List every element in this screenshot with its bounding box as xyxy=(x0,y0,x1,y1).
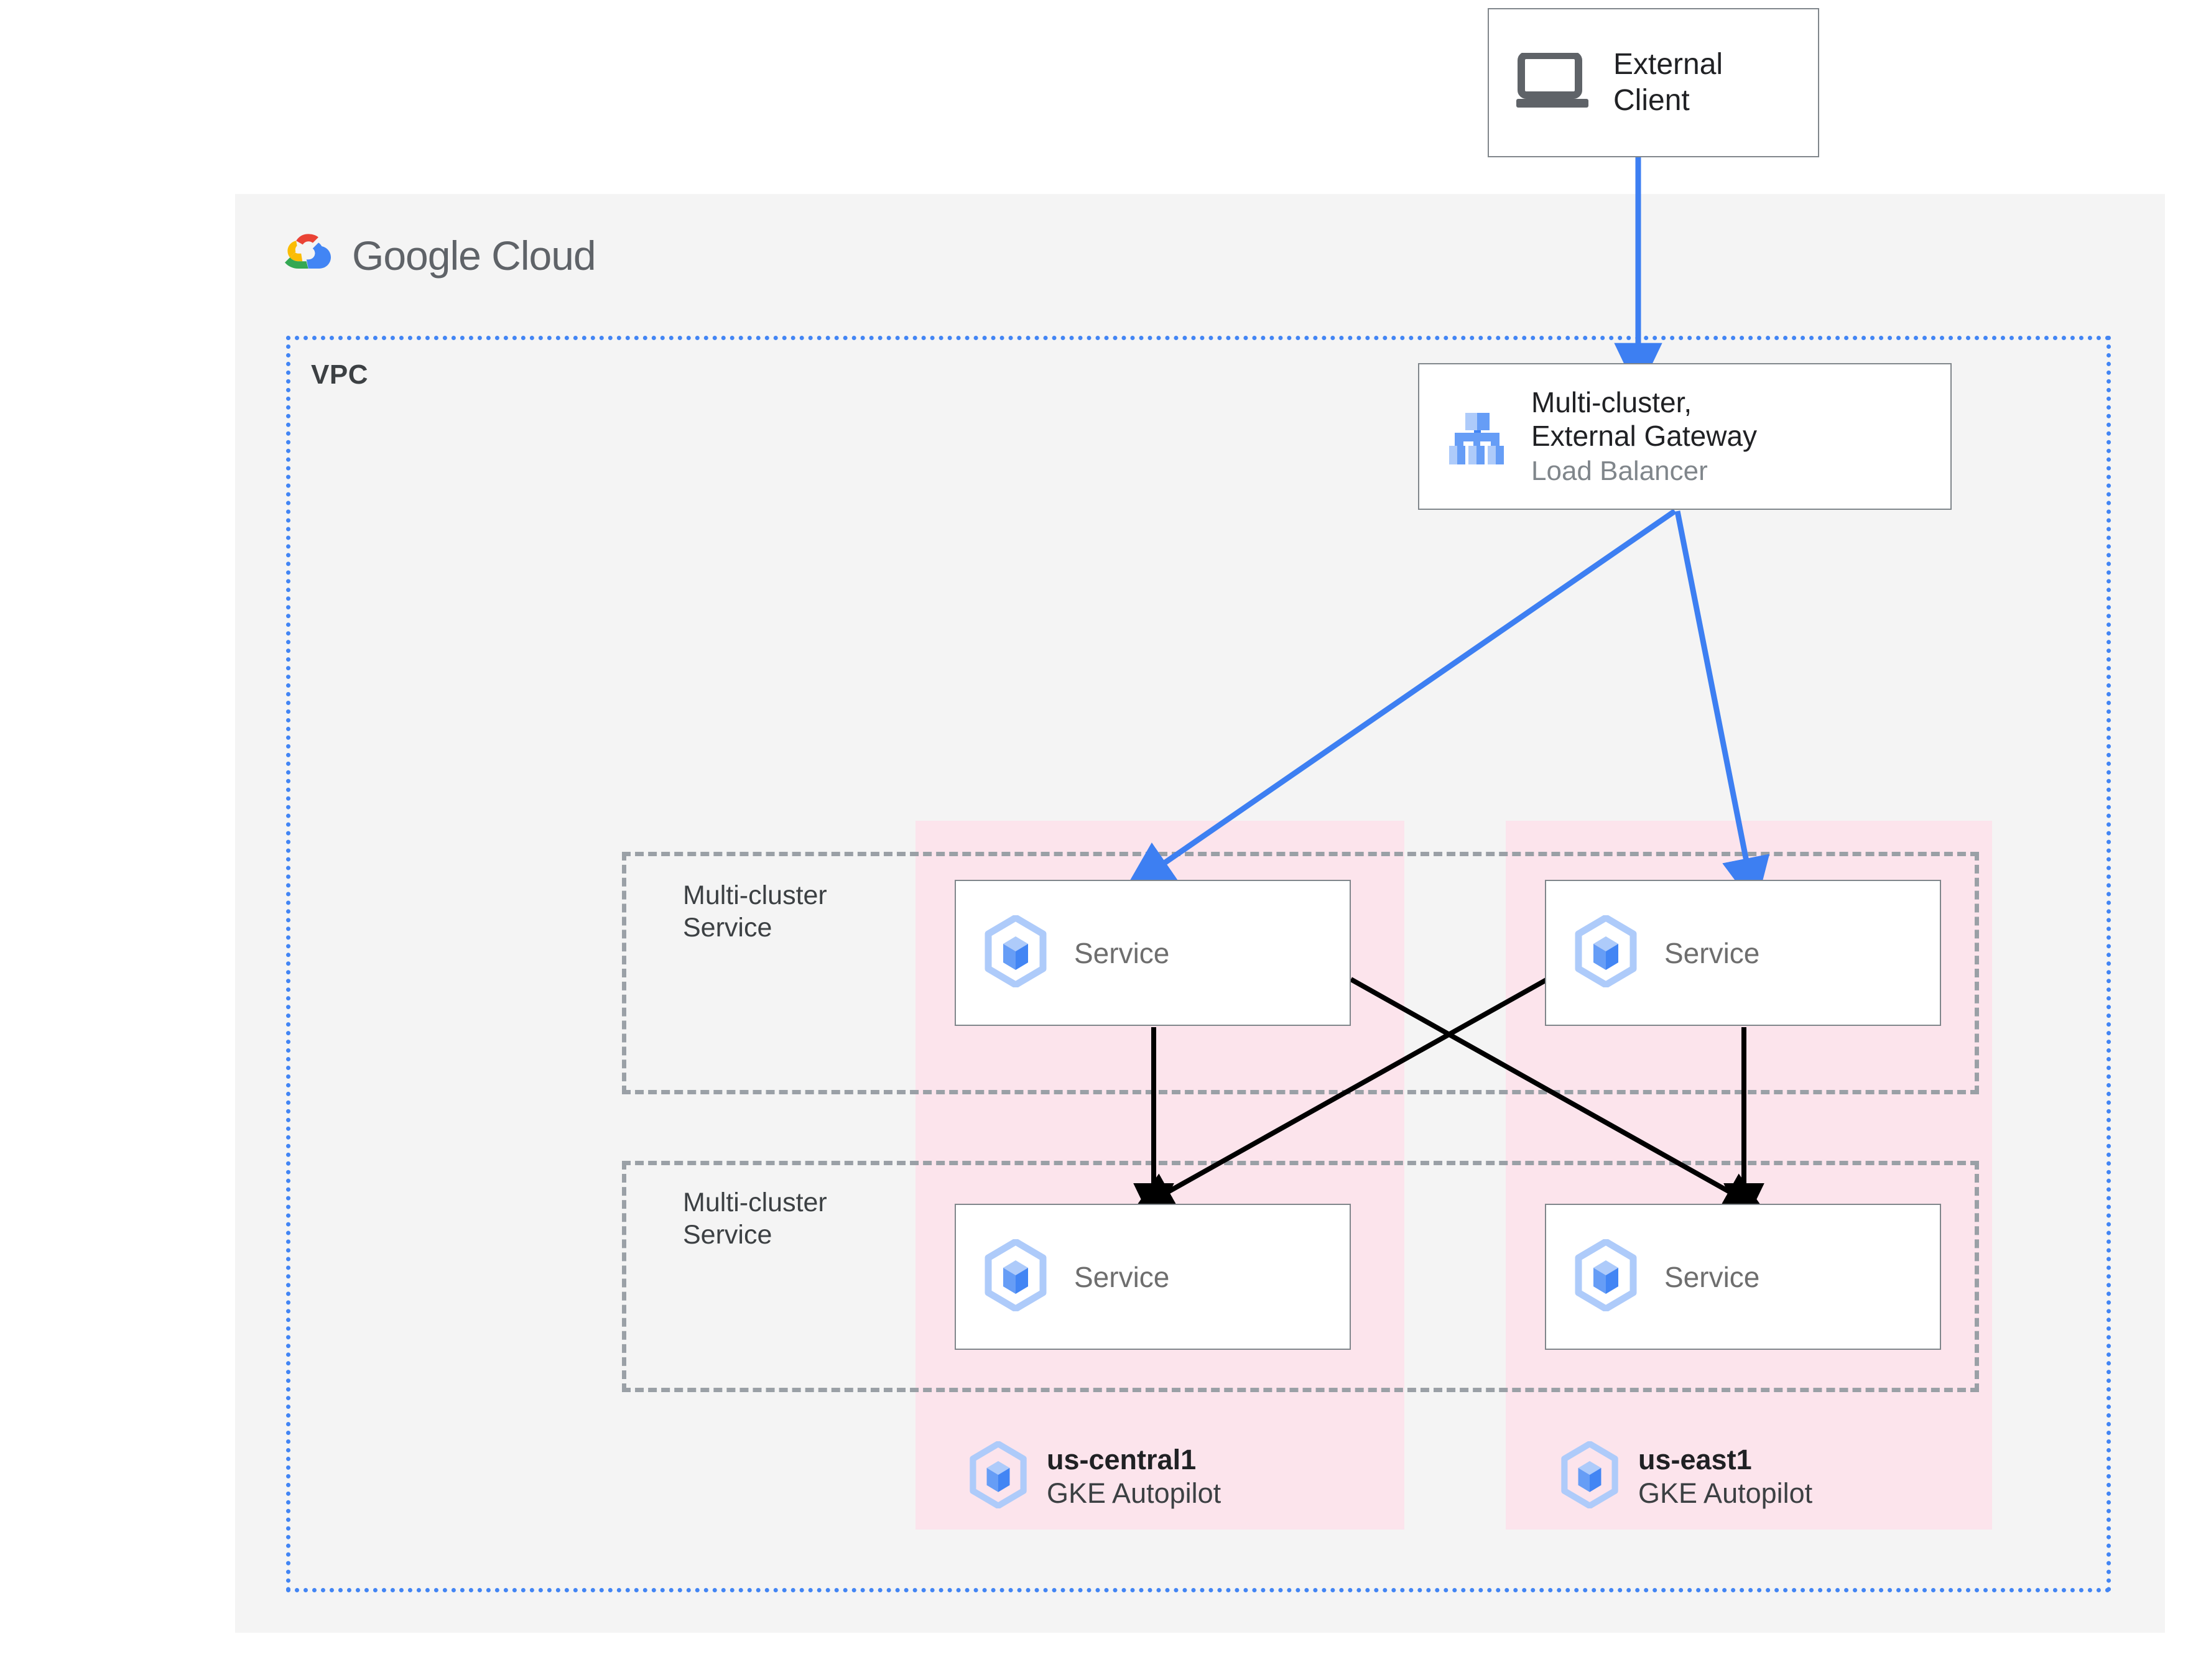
cluster-name: us-east1 xyxy=(1638,1443,1752,1475)
load-balancer-icon xyxy=(1438,397,1515,477)
cluster-footer-us-east1: us-east1 GKE Autopilot xyxy=(1560,1441,1812,1512)
google-cloud-brand: Google Cloud xyxy=(279,229,596,282)
brand-word-cloud: Cloud xyxy=(491,232,596,279)
gateway-subtitle: Load Balancer xyxy=(1531,455,1708,486)
service-label: Service xyxy=(1664,1260,1760,1293)
laptop-icon xyxy=(1516,51,1591,113)
kubernetes-service-icon xyxy=(1560,1441,1620,1512)
service-node-central-bottom[interactable]: Service xyxy=(955,1204,1351,1350)
kubernetes-service-icon xyxy=(1574,1238,1638,1314)
cluster-footer-us-central1: us-central1 GKE Autopilot xyxy=(968,1441,1221,1512)
brand-word-google: Google xyxy=(352,232,481,279)
kubernetes-service-icon xyxy=(983,1238,1048,1314)
service-node-east-top[interactable]: Service xyxy=(1545,880,1941,1026)
multi-cluster-service-label-top: Multi-cluster Service xyxy=(683,880,827,943)
gateway-title: Multi-cluster, External Gateway xyxy=(1531,386,1758,452)
service-node-east-bottom[interactable]: Service xyxy=(1545,1204,1941,1350)
multi-cluster-gateway-node[interactable]: Multi-cluster, External Gateway Load Bal… xyxy=(1418,363,1952,510)
external-client-label: External Client xyxy=(1613,48,1723,117)
external-client-node[interactable]: External Client xyxy=(1488,8,1819,157)
vpc-label: VPC xyxy=(311,359,368,390)
kubernetes-service-icon xyxy=(968,1441,1028,1512)
kubernetes-service-icon xyxy=(1574,914,1638,990)
service-label: Service xyxy=(1664,936,1760,969)
cluster-kind: GKE Autopilot xyxy=(1638,1477,1813,1509)
multi-cluster-service-label-bottom: Multi-cluster Service xyxy=(683,1188,827,1250)
google-cloud-logo-icon xyxy=(279,229,336,282)
cluster-name: us-central1 xyxy=(1047,1443,1197,1475)
service-label: Service xyxy=(1074,936,1170,969)
kubernetes-service-icon xyxy=(983,914,1048,990)
service-label: Service xyxy=(1074,1260,1170,1293)
service-node-central-top[interactable]: Service xyxy=(955,880,1351,1026)
cluster-kind: GKE Autopilot xyxy=(1047,1477,1221,1509)
vpc-boundary xyxy=(286,336,2111,1592)
google-cloud-wordmark: Google Cloud xyxy=(352,232,596,279)
